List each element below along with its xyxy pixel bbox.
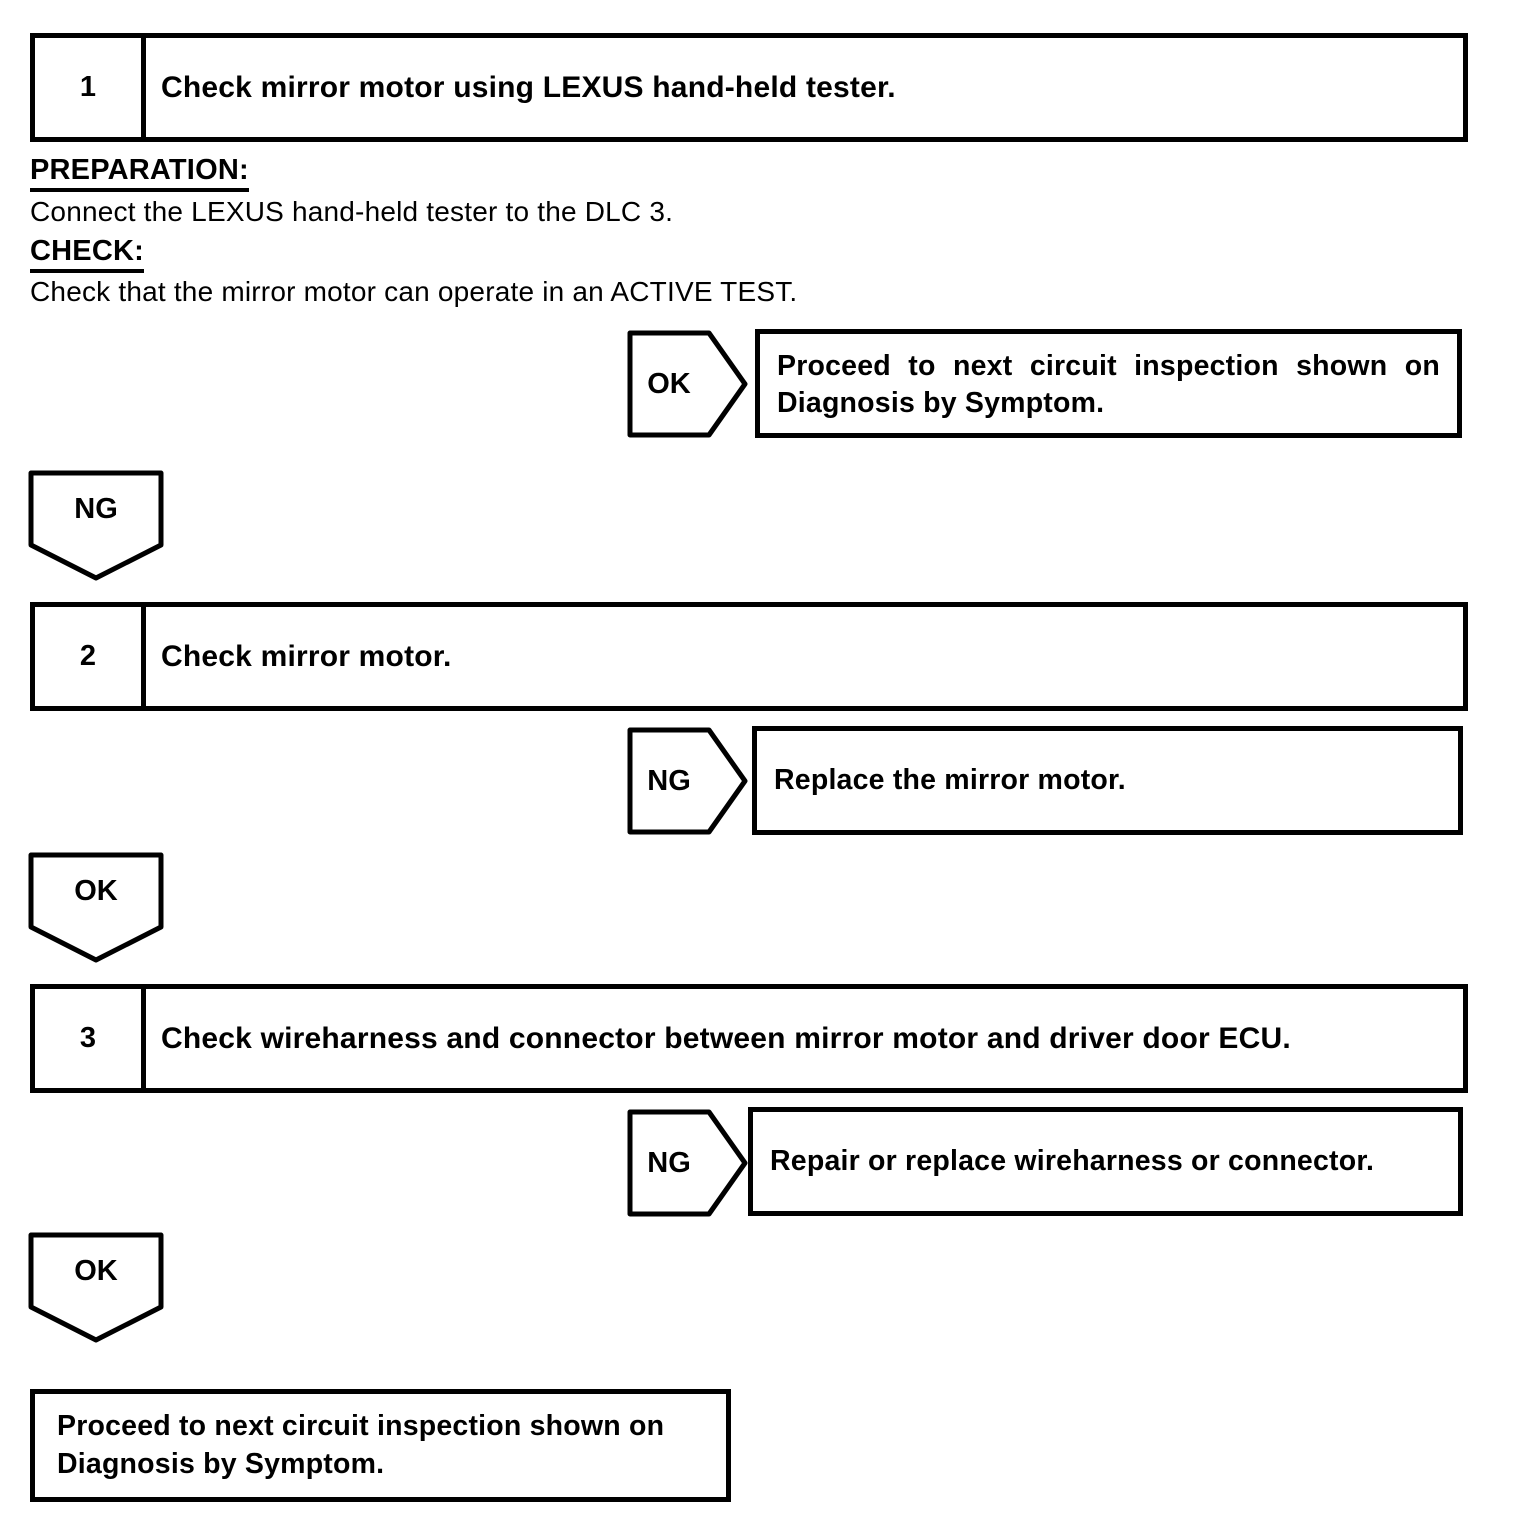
ok-tag-arrow-1: OK xyxy=(627,330,748,438)
ng-tag-arrow-2: NG xyxy=(627,727,748,835)
result-box-replace-motor: Replace the mirror motor. xyxy=(752,726,1463,835)
ng-tag-arrow-3: NG xyxy=(627,1109,748,1217)
result-box-repair-wireharness: Repair or replace wireharness or connect… xyxy=(748,1107,1463,1216)
ok-tag-label-1: OK xyxy=(647,367,691,400)
right-arrow-shape-icon xyxy=(627,330,748,438)
final-result-box: Proceed to next circuit inspection shown… xyxy=(30,1389,731,1502)
down-pentagon-shape-icon xyxy=(28,470,164,581)
ng-connector-label: NG xyxy=(74,492,118,525)
check-heading: CHECK: xyxy=(30,235,144,273)
result-text-proceed-1: Proceed to next circuit inspection shown… xyxy=(777,350,1440,419)
ok-connector-label-1: OK xyxy=(74,874,118,907)
check-heading-text: CHECK: xyxy=(30,235,144,273)
step-2-number: 2 xyxy=(35,607,146,706)
preparation-heading: PREPARATION: xyxy=(30,154,249,192)
step-2-title: Check mirror motor. xyxy=(161,639,452,673)
result-box-proceed-1: Proceed to next circuit inspection shown… xyxy=(755,329,1462,438)
right-arrow-shape-icon xyxy=(627,1109,748,1217)
preparation-text: Connect the LEXUS hand-held tester to th… xyxy=(30,196,674,227)
final-result-text: Proceed to next circuit inspection shown… xyxy=(57,1410,665,1480)
check-text: Check that the mirror motor can operate … xyxy=(30,276,798,307)
result-text-repair-wireharness: Repair or replace wireharness or connect… xyxy=(770,1145,1375,1177)
ok-connector-pentagon-1: OK xyxy=(28,852,164,964)
step-1-number: 1 xyxy=(35,38,146,137)
step-3-number: 3 xyxy=(35,989,146,1088)
down-pentagon-shape-icon xyxy=(28,852,164,963)
preparation-heading-text: PREPARATION: xyxy=(30,154,249,192)
ng-tag-label-3: NG xyxy=(647,1146,691,1179)
step-3-title: Check wireharness and connector between … xyxy=(161,1021,1291,1055)
ng-tag-label-2: NG xyxy=(647,764,691,797)
ok-connector-pentagon-2: OK xyxy=(28,1232,164,1344)
step-2-box: 2 Check mirror motor. xyxy=(30,602,1468,711)
ng-connector-pentagon: NG xyxy=(28,470,164,582)
down-pentagon-shape-icon xyxy=(28,1232,164,1343)
right-arrow-shape-icon xyxy=(627,727,748,835)
ok-connector-label-2: OK xyxy=(74,1254,118,1287)
step-1-title: Check mirror motor using LEXUS hand-held… xyxy=(161,70,896,104)
result-text-replace-motor: Replace the mirror motor. xyxy=(774,764,1126,796)
step-1-box: 1 Check mirror motor using LEXUS hand-he… xyxy=(30,33,1468,142)
step-3-box: 3 Check wireharness and connector betwee… xyxy=(30,984,1468,1093)
